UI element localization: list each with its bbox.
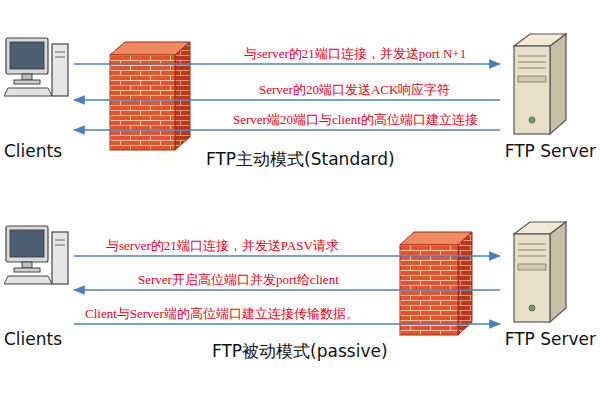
pc-tower	[52, 44, 68, 96]
server-front	[514, 234, 550, 322]
flow-label: Server的20端口发送ACK响应字符	[256, 82, 453, 98]
flow-label: 与server的21端口连接，并发送PASV请求	[103, 238, 342, 254]
monitor-frame	[6, 38, 48, 74]
firewall-top	[110, 42, 190, 150]
server-side	[550, 222, 566, 322]
monitor-screen	[10, 230, 44, 257]
monitor-stand	[22, 74, 32, 80]
power-light	[529, 117, 535, 123]
monitor-base	[14, 80, 40, 84]
flow-label: Server端20端口与client的高位端口建立连接	[230, 112, 481, 128]
flow-label: Server开启高位端口并发port给client	[135, 272, 342, 288]
mode-title: FTP被动模式(passive)	[212, 340, 388, 362]
data-flow-arrow	[74, 99, 500, 101]
ftp-server: FTP Server	[502, 218, 596, 352]
data-flow-arrow	[74, 63, 500, 65]
monitor-base	[14, 268, 40, 272]
node-name: FTP Server	[505, 140, 596, 162]
client-computer: Clients	[4, 218, 72, 352]
data-flow-arrow	[74, 323, 500, 325]
drive-slot	[55, 52, 65, 57]
firewall-front-face	[110, 55, 175, 150]
flow-label: 与server的21端口连接，并发送port N+1	[241, 46, 469, 62]
server-drive	[518, 76, 546, 82]
server-drive	[518, 264, 546, 270]
computer-icon	[4, 218, 70, 332]
ftp-server: FTP Server	[502, 30, 596, 164]
server-bays	[518, 244, 546, 256]
data-flow-arrow	[74, 129, 500, 131]
server-icon	[502, 30, 592, 144]
node-name: Clients	[4, 328, 62, 350]
firewall-side-face	[458, 232, 472, 335]
keyboard	[4, 276, 52, 284]
mode-title: FTP主动模式(Standard)	[206, 148, 395, 170]
server-bays	[518, 56, 546, 68]
server-front	[514, 46, 550, 134]
power-light	[529, 305, 535, 311]
node-name: Clients	[4, 140, 62, 162]
server-icon	[502, 218, 592, 332]
flow-label: Client与Server端的高位端口建立连接传输数据。	[82, 306, 362, 322]
computer-icon	[4, 30, 70, 144]
keyboard	[4, 88, 52, 96]
drive-slot	[55, 240, 65, 245]
monitor-stand	[22, 262, 32, 268]
client-computer: Clients	[4, 30, 72, 164]
pc-tower	[52, 232, 68, 284]
data-flow-arrow	[74, 255, 500, 257]
node-name: FTP Server	[505, 328, 596, 350]
firewall-bottom	[400, 232, 472, 335]
monitor-screen	[10, 42, 44, 69]
monitor-frame	[6, 226, 48, 262]
data-flow-arrow	[74, 289, 500, 291]
server-side	[550, 34, 566, 134]
firewall-side-face	[175, 42, 190, 150]
